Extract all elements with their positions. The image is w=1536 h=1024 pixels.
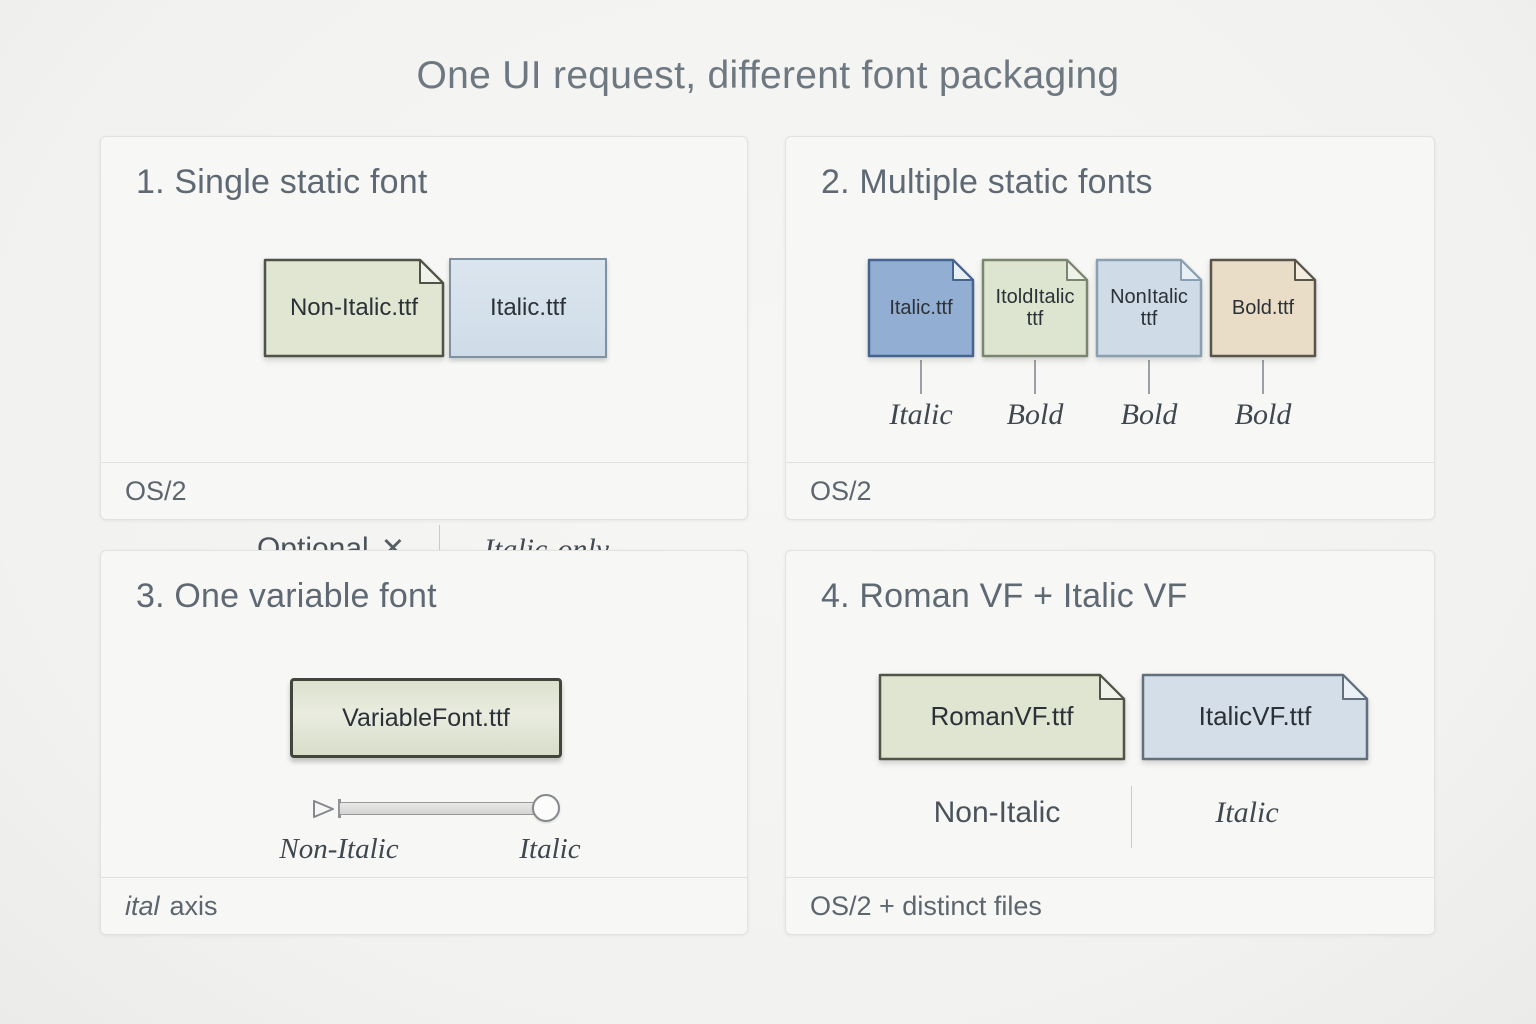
file-icon [878, 673, 1126, 761]
axis-name: ital [125, 890, 160, 921]
connector-line [1262, 360, 1264, 394]
slider-knob [532, 794, 560, 822]
connector-line [1034, 360, 1036, 394]
file-column: Bold.ttf Bold [1208, 258, 1318, 432]
file-nonitalic-ttf: NonItalic ttf [1095, 258, 1203, 358]
file-variablefont-ttf: VariableFont.ttf [290, 678, 562, 758]
file-column: Italic.ttf Italic [866, 258, 976, 432]
file-icon [1209, 258, 1317, 358]
connector-line [1148, 360, 1150, 394]
file-label: ItalicVF.ttf [1198, 701, 1312, 732]
style-tag: Bold [1120, 398, 1178, 431]
footer-label: OS/2 [810, 475, 872, 506]
style-tag: Italic [889, 398, 953, 431]
panel-roman-vf-italic-vf: 4. Roman VF + Italic VF RomanVF.ttf Ital… [785, 550, 1435, 935]
panel3-footer: ital axis [101, 877, 747, 934]
file-icon [867, 258, 975, 358]
file-column: ItoldItalic ttf Bold [980, 258, 1090, 432]
vertical-divider [1131, 786, 1132, 848]
page-title: One UI request, different font packaging [416, 54, 1120, 97]
file-icon [1095, 258, 1203, 358]
file-non-italic-ttf: Non-Italic.ttf [263, 258, 445, 358]
axis-min-label: Non-Italic [279, 833, 399, 865]
slider-track [339, 802, 549, 815]
file-label: NonItalic ttf [1110, 285, 1188, 330]
file-label: Italic.ttf [489, 294, 567, 321]
panel2-footer: OS/2 [786, 462, 1434, 519]
connector-line [920, 360, 922, 394]
panel4-heading: 4. Roman VF + Italic VF [821, 577, 1188, 615]
file-icon [1141, 673, 1369, 761]
axis-max-label: Italic [519, 833, 581, 865]
panel1-heading: 1. Single static font [136, 163, 428, 201]
file-label: RomanVF.ttf [930, 701, 1074, 732]
file-label: Italic.ttf [889, 296, 953, 319]
file-bold-ttf: Bold.ttf [1209, 258, 1317, 358]
file-romanvf-ttf: RomanVF.ttf [878, 673, 1126, 761]
file-italicvf-ttf: ItalicVF.ttf [1141, 673, 1369, 761]
file-label: VariableFont.ttf [342, 703, 510, 732]
file-label: Bold.ttf [1231, 296, 1295, 319]
panel2-heading: 2. Multiple static fonts [821, 163, 1153, 201]
panel4-footer: OS/2 + distinct files [786, 877, 1434, 934]
footer-label: axis [169, 890, 218, 921]
file-row: Italic.ttf Italic ItoldItalic ttf Bold [866, 258, 1318, 432]
footer-label: OS/2 + distinct files [810, 890, 1042, 921]
file-column: NonItalic ttf Bold [1094, 258, 1204, 432]
file-label: Non-Italic.ttf [289, 293, 419, 321]
panel-single-static-font: 1. Single static font Non-Italic.ttf Ita… [100, 136, 748, 595]
file-icon [263, 258, 445, 358]
panel-one-variable-font: 3. One variable font VariableFont.ttf No… [100, 550, 748, 935]
axis-triangle-icon [313, 800, 334, 818]
footer-label: OS/2 [125, 475, 187, 506]
file-bolditalic-ttf: ItoldItalic ttf [981, 258, 1089, 358]
style-tag: Bold [1234, 398, 1292, 431]
file-italic-ttf: Italic.ttf [867, 258, 975, 358]
file-italic-ttf: Italic.ttf [449, 258, 607, 358]
style-tag: Bold [1006, 398, 1064, 431]
file-label: ItoldItalic ttf [995, 285, 1075, 330]
panel3-heading: 3. One variable font [136, 577, 437, 615]
file-icon [981, 258, 1089, 358]
italic-annotation: Italic [1215, 796, 1279, 829]
non-italic-annotation: Non-Italic [933, 796, 1061, 829]
panel-multiple-static-fonts: 2. Multiple static fonts Italic.ttf Ital… [785, 136, 1435, 520]
panel1-footer: OS/2 [101, 462, 747, 519]
